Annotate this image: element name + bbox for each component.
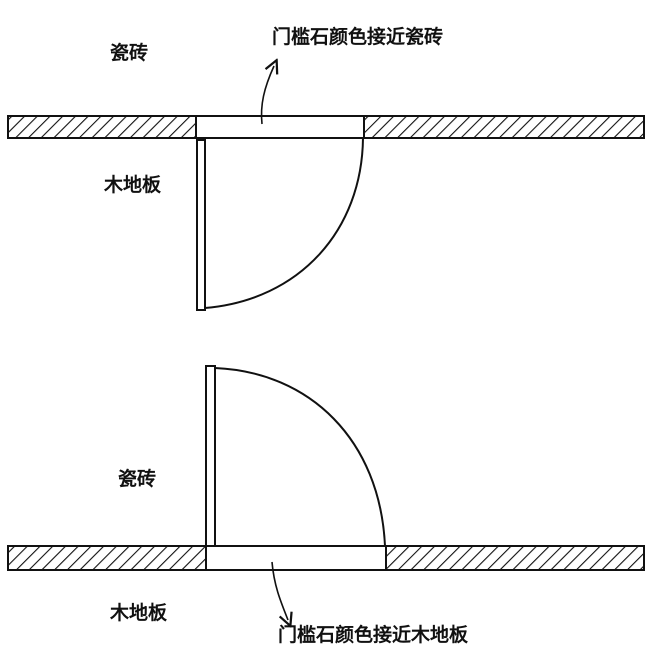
- bottom-wall-right: [385, 545, 645, 571]
- bottom-label-tile: 瓷砖: [118, 468, 157, 490]
- top-wall-left: [7, 115, 197, 139]
- top-label-wood-floor: 木地板: [104, 174, 162, 196]
- bottom-door-swing-arc: [214, 367, 386, 547]
- bottom-threshold-note: 门槛石颜色接近木地板: [278, 624, 469, 646]
- bottom-threshold-stone: [205, 545, 387, 571]
- bottom-diagram: [7, 365, 645, 620]
- top-annotation-arrow: [260, 66, 275, 125]
- top-diagram: [7, 66, 645, 311]
- bottom-door-leaf: [205, 365, 216, 547]
- bottom-annotation-arrow: [271, 561, 288, 620]
- top-door-swing-arc: [204, 137, 364, 309]
- top-wall-right: [363, 115, 645, 139]
- top-label-tile: 瓷砖: [110, 42, 149, 64]
- top-door-leaf: [196, 139, 206, 311]
- bottom-wall-left: [7, 545, 207, 571]
- top-threshold-stone: [195, 115, 365, 139]
- top-threshold-note: 门槛石颜色接近瓷砖: [272, 26, 444, 48]
- bottom-label-wood-floor: 木地板: [110, 602, 168, 624]
